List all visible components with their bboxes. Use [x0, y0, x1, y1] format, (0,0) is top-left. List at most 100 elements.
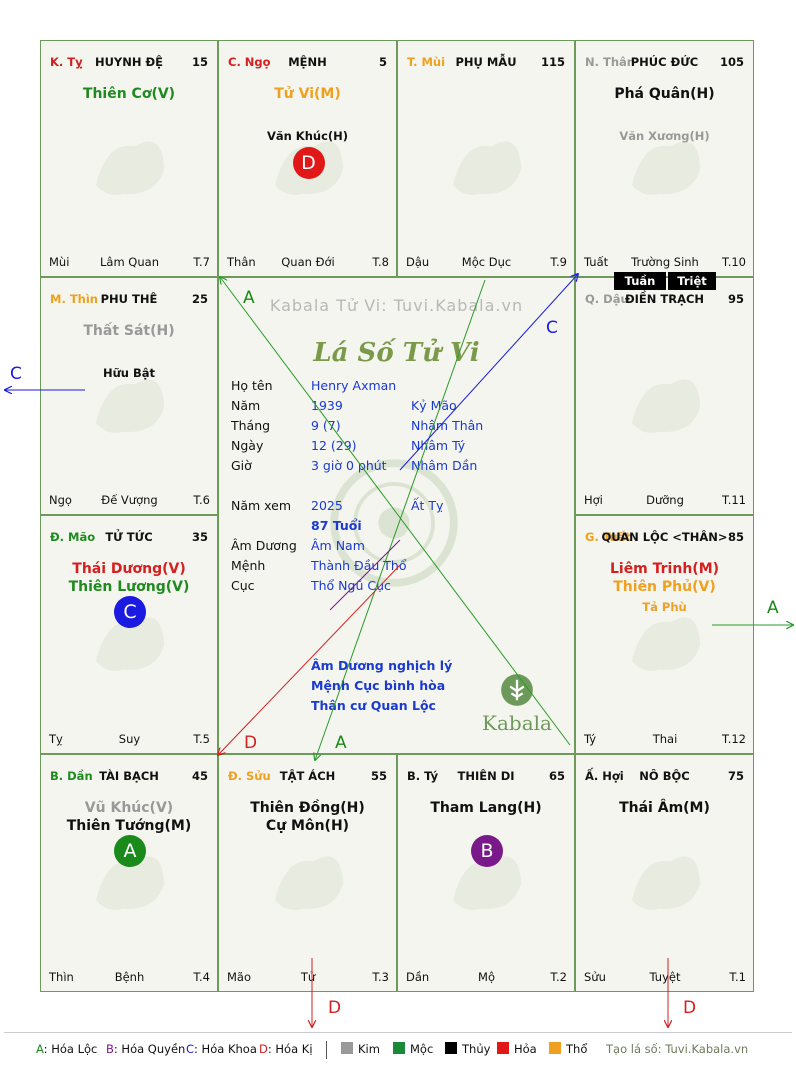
palace-age: 55	[370, 769, 387, 783]
footer-stage: Tử	[300, 970, 316, 984]
palace-name: PHU THÊ	[100, 292, 158, 306]
palace-age: 85	[727, 530, 744, 544]
footer-stage: Dưỡng	[646, 493, 684, 507]
info-key: Năm	[231, 398, 261, 413]
footer-stage: Mộc Dục	[461, 255, 512, 269]
footer-month: T.6	[193, 493, 210, 507]
footer-month: T.7	[193, 255, 210, 269]
palace-age: 5	[378, 55, 387, 69]
main-star: Thiên Phủ(V)	[613, 579, 716, 595]
main-star: Phá Quân(H)	[614, 86, 715, 102]
info-key: Tháng	[231, 418, 271, 433]
footer-stage: Đế Vượng	[101, 493, 158, 507]
info-can-chi: Nhâm Tý	[411, 438, 466, 453]
footer-month: T.8	[372, 255, 389, 269]
palace-can: Đ. Sửu	[228, 769, 271, 783]
minor-star: Văn Khúc(H)	[266, 129, 349, 143]
footer-branch: Thìn	[49, 970, 74, 984]
info-value: 12 (29)	[311, 438, 357, 453]
palace-footer: Thìn Bệnh T.4	[49, 970, 210, 984]
main-star: Tham Lang(H)	[430, 800, 542, 816]
palace-footer: Thân Quan Đới T.8	[227, 255, 389, 269]
info-can-chi: Nhâm Dần	[411, 458, 478, 473]
palace-name: TÀI BẠCH	[99, 769, 159, 783]
footer-stage: Trường Sinh	[631, 255, 699, 269]
kabala-logo: Kabala	[482, 673, 552, 735]
main-star: Thái Dương(V)	[72, 561, 186, 577]
info-can-chi: Kỷ Mão	[411, 398, 457, 413]
footer-month: T.4	[193, 970, 210, 984]
chart-title: Lá Số Tử Vi	[313, 338, 480, 368]
legend-element: Thủy	[445, 1042, 490, 1056]
zodiac-mui-goat-icon	[426, 108, 546, 218]
palace-age: 105	[719, 55, 744, 69]
footer-branch: Hợi	[584, 493, 603, 507]
hoa-badge-d: D	[292, 147, 325, 179]
footer-stage: Quan Đới	[281, 255, 335, 269]
palace-age: 95	[727, 292, 744, 306]
palace-name: ĐIỀN TRẠCH	[624, 292, 705, 306]
zodiac-dan-tiger-icon	[69, 823, 189, 933]
footer-month: T.9	[550, 255, 567, 269]
palace-age: 115	[540, 55, 565, 69]
info-key: Giờ	[231, 458, 252, 473]
legend-separator	[326, 1041, 327, 1059]
brand-name: Kabala	[482, 711, 552, 735]
watermark-text: Kabala Tử Vi: Tuvi.Kabala.vn	[269, 296, 524, 315]
palace-age: 15	[191, 55, 208, 69]
footer-branch: Ngọ	[49, 493, 72, 507]
main-star: Tử Vi(M)	[274, 86, 341, 102]
info-key: Âm Dương	[231, 538, 297, 553]
palace-age: 65	[548, 769, 565, 783]
main-star: Liêm Trinh(M)	[609, 561, 720, 577]
arrow-label-c-left: C	[10, 364, 22, 384]
footer-stage: Suy	[118, 732, 141, 746]
footer-branch: Sửu	[584, 970, 606, 984]
zodiac-mao-cat-icon	[69, 584, 189, 694]
footer-month: T.10	[722, 255, 746, 269]
arrow-label-a-mid: A	[335, 733, 347, 753]
info-value: Thành Đầu Thổ	[311, 558, 407, 573]
arrow-label-d-bottom-2: D	[683, 998, 697, 1018]
zodiac-thin-dragon-icon	[69, 346, 189, 456]
palace-name: HUYNH ĐỆ	[94, 55, 164, 69]
info-key: Cục	[231, 578, 255, 593]
palace-age: 35	[191, 530, 208, 544]
footer-stage: Bệnh	[114, 970, 145, 984]
main-star: Thiên Lương(V)	[68, 579, 190, 595]
main-star: Thiên Tướng(M)	[66, 818, 192, 834]
zodiac-dau-rooster-icon	[605, 346, 725, 456]
info-key: Ngày	[231, 438, 264, 453]
footer-month: T.2	[550, 970, 567, 984]
zodiac-ty-rat-icon	[426, 823, 546, 933]
zodiac-hoi-pig-icon	[605, 823, 725, 933]
footer-branch: Thân	[227, 255, 256, 269]
minor-star: Văn Xương(H)	[619, 129, 710, 143]
legend-hoa-c: C: Hóa Khoa	[186, 1042, 257, 1056]
palace-footer: Ngọ Đế Vượng T.6	[49, 493, 210, 507]
palace-can: C. Ngọ	[228, 55, 271, 69]
palace-can: T. Mùi	[407, 55, 446, 69]
palace-age: 45	[191, 769, 208, 783]
minor-star: Hữu Bật	[102, 366, 156, 380]
legend-credit: Tạo lá số: Tuvi.Kabala.vn	[606, 1042, 749, 1056]
hoa-badge-b: B	[471, 835, 503, 867]
